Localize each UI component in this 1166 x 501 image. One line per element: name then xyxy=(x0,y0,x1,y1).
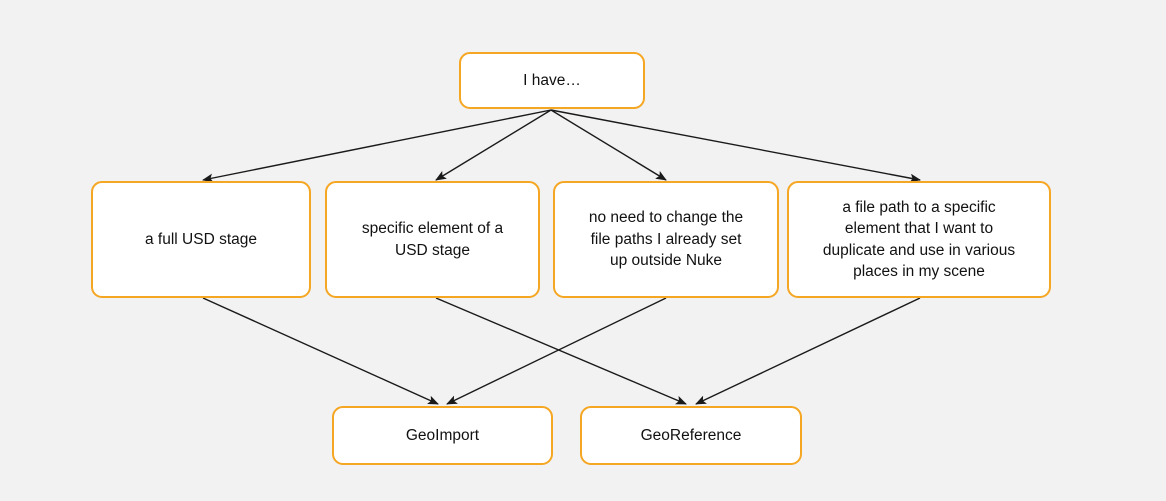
node-result-georeference-label: GeoReference xyxy=(640,426,742,444)
node-option-full-usd-stage-label: a full USD stage xyxy=(145,230,257,248)
node-result-georeference[interactable]: GeoReference xyxy=(580,406,802,465)
edge-opt3-to-geoimport xyxy=(446,297,667,405)
edge-opt2-to-georeference xyxy=(435,297,687,405)
node-root-label: I have… xyxy=(523,71,581,89)
node-option-specific-element[interactable]: specific element of a USD stage xyxy=(325,181,540,298)
node-option-no-path-change[interactable]: no need to change the file paths I alrea… xyxy=(553,181,779,298)
node-option-full-usd-stage[interactable]: a full USD stage xyxy=(91,181,311,298)
node-option-no-path-change-label: no need to change the file paths I alrea… xyxy=(588,209,744,270)
node-option-file-path-duplicate-label: a file path to a specific element that I… xyxy=(822,198,1016,280)
node-option-file-path-duplicate[interactable]: a file path to a specific element that I… xyxy=(787,181,1051,298)
edge-root-to-opt4 xyxy=(550,109,921,183)
edge-opt1-to-geoimport xyxy=(202,297,439,405)
edge-root-to-opt1 xyxy=(202,109,552,183)
node-option-specific-element-label: specific element of a USD stage xyxy=(361,220,504,259)
node-result-geoimport-label: GeoImport xyxy=(405,426,480,444)
node-result-geoimport[interactable]: GeoImport xyxy=(332,406,553,465)
edge-opt4-to-georeference xyxy=(695,297,921,405)
edge-root-to-opt2 xyxy=(435,109,552,181)
edge-root-to-opt3 xyxy=(550,109,667,181)
node-root[interactable]: I have… xyxy=(459,52,645,109)
